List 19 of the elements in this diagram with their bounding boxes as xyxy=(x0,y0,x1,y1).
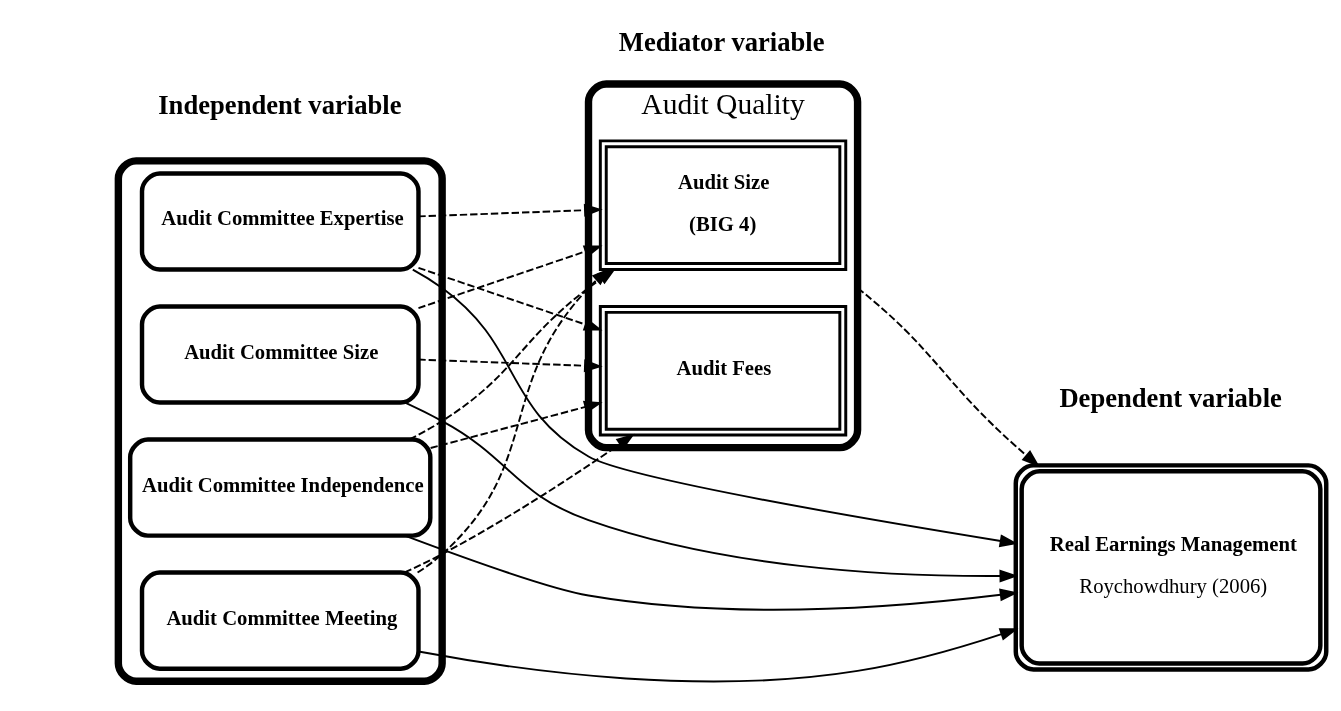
label: Independent variable xyxy=(158,89,402,120)
node-box: Audit Fees xyxy=(598,304,848,437)
arrow xyxy=(403,433,635,573)
node-box: Audit Committee Independence xyxy=(127,436,433,538)
arrow xyxy=(417,203,603,217)
arrow xyxy=(403,534,1019,610)
cluster xyxy=(114,156,446,685)
label: Mediator variable xyxy=(618,26,825,57)
label: Dependent variable xyxy=(1059,382,1282,413)
arrow xyxy=(417,266,603,331)
node-box: Audit Size (BIG 4) xyxy=(598,138,848,271)
node-box: Real Earnings Management Roychowdhury (2006) xyxy=(1013,462,1329,672)
node-box: Audit Committee Meeting xyxy=(139,569,421,671)
arrow xyxy=(429,400,603,449)
arrow xyxy=(417,358,603,372)
node-box: Audit Committee Expertise xyxy=(139,170,421,272)
arrow xyxy=(417,244,603,309)
arrow xyxy=(417,627,1019,682)
node-box: Audit Committee Size xyxy=(139,303,421,405)
